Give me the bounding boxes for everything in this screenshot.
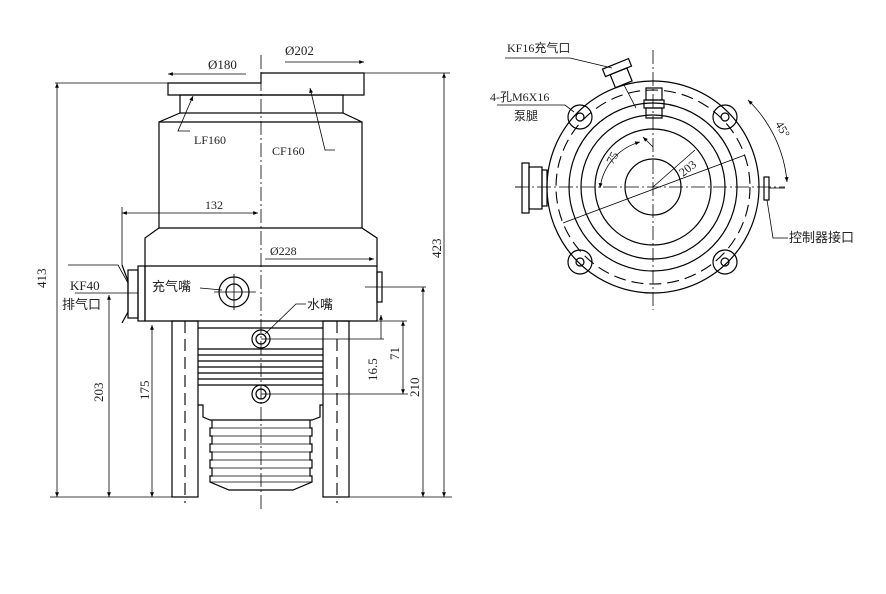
controller-port-label: 控制器接口 [789, 230, 854, 245]
left-port [515, 162, 548, 214]
pump-body [144, 112, 378, 322]
exhaust-port-label: 排气口 [62, 297, 101, 312]
dim-45-label: 45° [772, 119, 793, 141]
dim-413-label: 413 [34, 269, 49, 289]
kf16-fill-port [601, 57, 633, 89]
water-nozzle-label: 水嘴 [307, 297, 333, 312]
dim-line-203 [562, 154, 746, 224]
kf16-label: KF16充气口 [507, 40, 570, 55]
dim-210-label: 210 [407, 378, 422, 398]
kf40-label: KF40 [70, 278, 100, 293]
dim-203-label: 203 [91, 383, 106, 403]
lower-housing [198, 327, 323, 491]
kf40-exhaust-port [121, 264, 146, 324]
fill-nozzle-label: 充气嘴 [152, 279, 191, 294]
dim-228-label: Ø228 [270, 244, 297, 258]
flange-neck [179, 94, 344, 114]
pump-legs-label: 泵腿 [514, 109, 538, 123]
dim-180-label: Ø180 [208, 57, 237, 72]
dim-202-label: Ø202 [285, 43, 314, 58]
cf160-label: CF160 [272, 144, 305, 158]
controller-port [763, 176, 770, 201]
top-view: KF16充气口 4-孔M6X16 泵腿 45° 75 203 控制器接口 [490, 40, 854, 310]
top-connector [643, 87, 665, 119]
dim-203-top-label: 203 [676, 157, 699, 179]
dim-175-label: 175 [137, 381, 152, 401]
bolt-hole-icon [567, 104, 738, 275]
side-view: Ø180 Ø202 LF160 CF160 132 Ø228 KF40 排气口 … [34, 43, 452, 510]
dim-132-label: 132 [205, 198, 223, 212]
lf160-label: LF160 [194, 133, 226, 147]
fill-nozzle-icon [214, 274, 256, 310]
dim-75-label: 75 [603, 149, 621, 166]
dim-71-label: 71 [387, 347, 402, 360]
holes-label: 4-孔M6X16 [490, 90, 549, 104]
dim-423-label: 423 [429, 239, 444, 259]
pump-leg-right [322, 320, 350, 498]
dim-16-5-label: 16.5 [365, 358, 380, 381]
top-flange [167, 72, 365, 96]
